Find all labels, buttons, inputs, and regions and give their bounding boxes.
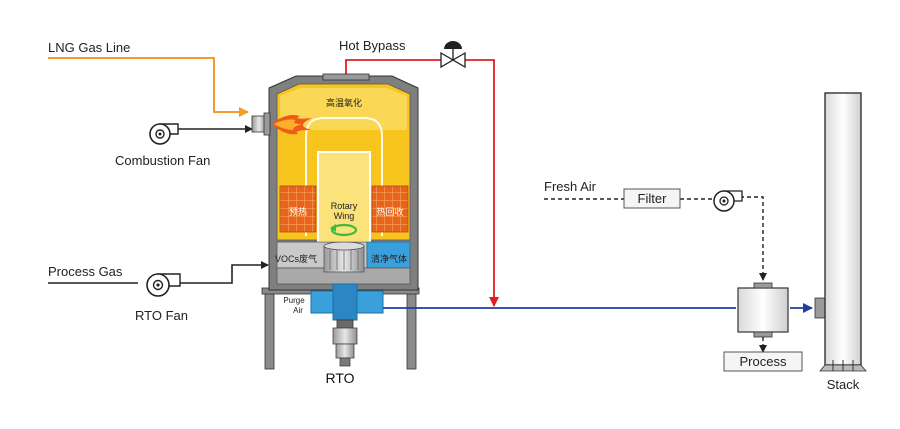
fresh-air-label: Fresh Air — [544, 179, 597, 194]
process-gas-label: Process Gas — [48, 264, 123, 279]
lng-gas-pipe — [48, 57, 249, 117]
fan-icon — [713, 190, 743, 212]
rotary-wing-column — [317, 151, 371, 243]
clean-gas-zone — [366, 241, 411, 269]
flame-icon — [272, 115, 312, 135]
high-temp-oxidation-label: 高温氧化 — [326, 97, 362, 108]
rotary-wing-label-1: Rotary — [331, 201, 358, 211]
heat-exchanger: Process — [723, 282, 803, 372]
rotation-arrow-icon — [330, 223, 358, 237]
stack-chimney — [824, 92, 862, 366]
process-box — [723, 351, 803, 372]
stack-label: Stack — [827, 377, 860, 392]
lng-gas-line: LNG Gas Line — [48, 40, 249, 117]
purge-air-label-2: Air — [293, 306, 303, 315]
combustion-fan-label: Combustion Fan — [115, 153, 210, 168]
preheat-label: 预热 — [289, 206, 307, 217]
stack: Stack — [814, 92, 867, 392]
combustion-fan: Combustion Fan — [115, 123, 253, 168]
rto-vessel: 高温氧化 Rotary Wing 预热 热回收 VOCs废气 清净气体 — [251, 73, 419, 291]
heat-recovery-label: 热回收 — [376, 206, 403, 217]
fan-icon — [149, 123, 179, 145]
fan-icon — [146, 273, 181, 297]
hot-bypass-pipe — [345, 59, 499, 307]
process-label: Process — [740, 354, 787, 369]
purge-air-label-1: Purge — [283, 296, 305, 305]
valve-icon — [440, 41, 466, 69]
rto-label: RTO — [325, 370, 354, 386]
heat-recovery-bed — [371, 185, 409, 233]
filter-label: Filter — [638, 191, 668, 206]
hot-bypass: Hot Bypass — [339, 38, 499, 307]
rto-fan-label: RTO Fan — [135, 308, 188, 323]
heat-exchanger-box — [737, 287, 789, 333]
process-gas-pipe-out — [180, 261, 269, 284]
preheat-bed — [279, 185, 317, 233]
process-gas-line: Process Gas RTO Fan — [48, 261, 269, 323]
vocs-waste-gas-label: VOCs废气 — [275, 253, 317, 264]
fresh-air-pipe-3 — [740, 196, 767, 281]
drive-motor — [332, 327, 358, 345]
rotary-wing-label-2: Wing — [334, 211, 355, 221]
lng-gas-line-label: LNG Gas Line — [48, 40, 130, 55]
hot-bypass-label: Hot Bypass — [339, 38, 406, 53]
fresh-air-line: Fresh Air Filter — [544, 179, 767, 281]
filter-box — [623, 188, 681, 209]
purge-drive-unit: Purge Air RTO — [283, 283, 384, 386]
clean-gas-label: 清净气体 — [371, 253, 407, 264]
